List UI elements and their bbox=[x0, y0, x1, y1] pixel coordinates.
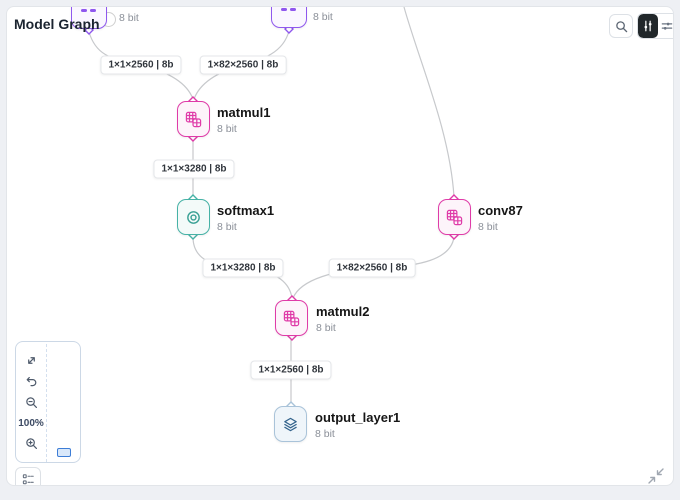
matmul-icon bbox=[283, 310, 300, 326]
node-softmax1[interactable] bbox=[177, 199, 210, 235]
zoom-level: 100% bbox=[18, 417, 44, 429]
edge-label: 1×82×2560 | 8b bbox=[199, 55, 287, 75]
sliders-horizontal-icon bbox=[661, 22, 673, 30]
minimap[interactable] bbox=[46, 344, 79, 462]
edge-label: 1×1×2560 | 8b bbox=[250, 360, 332, 380]
layout-toggle[interactable] bbox=[637, 13, 674, 39]
conv-icon bbox=[446, 209, 463, 225]
matmul-icon bbox=[185, 111, 202, 127]
collapse-view-icon[interactable] bbox=[645, 465, 667, 486]
navigation-panel: 100% bbox=[15, 341, 81, 463]
node-matmul1[interactable] bbox=[177, 101, 210, 137]
input-a-icon bbox=[81, 9, 96, 12]
graph-canvas[interactable]: Model Graph 8 bit 8 bit matmul1 8 bit so… bbox=[6, 6, 674, 486]
input-b-bits: 8 bit bbox=[313, 11, 333, 23]
sliders-vertical-icon bbox=[644, 20, 652, 32]
edge-label: 1×82×2560 | 8b bbox=[328, 258, 416, 278]
page-title: Model Graph bbox=[14, 16, 100, 32]
zoom-in-icon[interactable] bbox=[25, 437, 38, 450]
node-softmax1-label: softmax1 8 bit bbox=[217, 203, 275, 233]
node-conv87[interactable] bbox=[438, 199, 471, 235]
node-matmul2-label: matmul2 8 bit bbox=[316, 304, 370, 334]
node-matmul1-label: matmul1 8 bit bbox=[217, 105, 271, 135]
edge-label: 1×1×3280 | 8b bbox=[153, 159, 235, 179]
node-list-button[interactable] bbox=[15, 467, 41, 485]
node-conv87-label: conv87 8 bit bbox=[478, 203, 523, 233]
edge-label: 1×1×3280 | 8b bbox=[202, 258, 284, 278]
search-icon bbox=[615, 20, 627, 32]
node-matmul2[interactable] bbox=[275, 300, 308, 336]
zoom-out-icon[interactable] bbox=[25, 396, 38, 409]
edge-label: 1×1×2560 | 8b bbox=[100, 55, 182, 75]
minimap-viewport[interactable] bbox=[57, 448, 71, 457]
list-icon bbox=[22, 473, 34, 484]
undo-icon[interactable] bbox=[25, 375, 38, 388]
softmax-icon bbox=[187, 210, 200, 224]
search-button[interactable] bbox=[609, 14, 633, 38]
node-output-layer1[interactable] bbox=[274, 406, 307, 442]
fit-view-icon[interactable] bbox=[25, 354, 38, 367]
input-b-icon bbox=[281, 8, 296, 11]
node-output-layer1-label: output_layer1 8 bit bbox=[315, 410, 401, 440]
layers-icon bbox=[284, 417, 297, 431]
layout-horizontal-button[interactable] bbox=[658, 14, 674, 38]
layout-vertical-button[interactable] bbox=[638, 14, 658, 38]
edge-top-conv87 bbox=[403, 7, 455, 198]
input-a-bits: 8 bit bbox=[119, 12, 139, 24]
